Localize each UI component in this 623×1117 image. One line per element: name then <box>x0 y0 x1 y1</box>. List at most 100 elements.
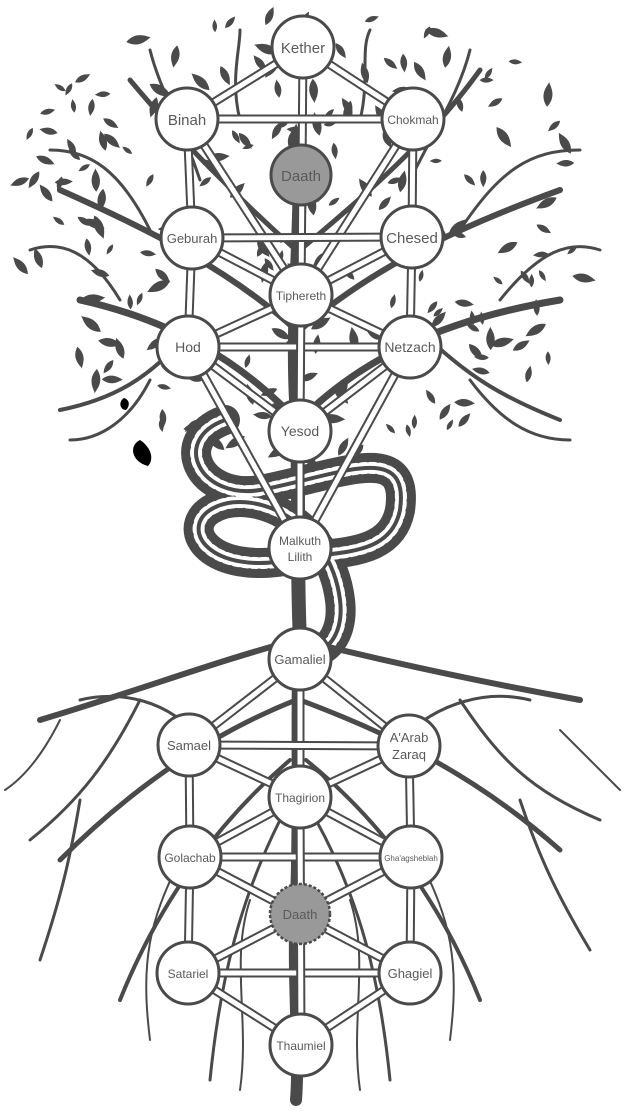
leaf <box>464 174 476 186</box>
leaf <box>512 340 530 351</box>
node-label: Thagirion <box>275 791 325 805</box>
node-hod: Hod <box>155 314 221 380</box>
leaf <box>136 292 143 306</box>
node-label: Yesod <box>281 423 319 439</box>
leaf <box>81 315 101 332</box>
leaf <box>90 269 110 277</box>
node-label-line2: Zaraq <box>392 747 426 762</box>
leaf <box>256 241 266 257</box>
leaf <box>146 280 171 293</box>
leaf <box>418 269 424 282</box>
leaf <box>10 177 29 186</box>
leaf <box>84 238 92 257</box>
leaf <box>378 196 392 210</box>
leaf <box>68 148 81 160</box>
leaf <box>238 132 252 149</box>
leaf <box>67 138 77 155</box>
leaf <box>103 360 114 374</box>
leaf <box>54 178 74 186</box>
leaf <box>567 246 577 255</box>
leaf <box>543 81 553 107</box>
leaf <box>484 67 493 79</box>
leaf <box>383 58 398 70</box>
leaf <box>78 164 90 172</box>
leaf <box>479 77 494 83</box>
leaf <box>101 375 124 384</box>
leaf <box>442 45 452 68</box>
leaf <box>558 132 572 154</box>
leaf <box>155 268 171 283</box>
leaf <box>274 79 282 98</box>
leaf <box>556 160 575 167</box>
leaf <box>382 132 392 149</box>
leaf <box>439 403 451 420</box>
node-label: Chokmah <box>387 113 438 127</box>
leaf <box>260 388 278 396</box>
leaf <box>479 311 485 325</box>
leaf <box>448 218 467 237</box>
node-label-line2: Lilith <box>288 550 313 564</box>
leaf <box>425 27 449 38</box>
leaf <box>225 16 236 28</box>
leaf <box>496 127 512 148</box>
leaf <box>335 43 347 59</box>
leaf <box>532 251 549 258</box>
node-samael: Samael <box>156 712 222 778</box>
node-golachab: Golachab <box>157 824 223 890</box>
node-label: Golachab <box>164 851 216 865</box>
leaf <box>309 78 318 104</box>
node-label: Chesed <box>386 230 438 247</box>
node-thagirion: Thagirion <box>267 764 333 830</box>
node-label: Binah <box>168 112 206 129</box>
leaf <box>54 83 66 92</box>
node-binah: Binah <box>154 86 220 152</box>
node-arab-zaraq: A'Arab Zaraq <box>376 713 442 779</box>
leaf <box>427 301 438 314</box>
leaf <box>97 188 106 212</box>
leaf <box>99 130 108 151</box>
leaf <box>80 294 106 304</box>
leaf <box>400 53 408 73</box>
leaf <box>471 367 490 375</box>
path-line <box>191 234 413 241</box>
leaf <box>469 310 476 325</box>
leaf <box>219 66 230 86</box>
leaf <box>539 270 546 282</box>
leaf <box>70 98 77 113</box>
node-daath-upper: Daath <box>269 143 333 207</box>
leaf <box>33 247 43 269</box>
node-kether: Kether <box>270 14 336 80</box>
leaf <box>171 45 180 69</box>
leaf <box>390 293 396 309</box>
leaf <box>115 337 125 359</box>
leaf <box>339 378 348 398</box>
leaf <box>405 424 411 438</box>
leaf <box>533 298 540 316</box>
leaf <box>252 411 273 420</box>
leaf <box>127 294 133 310</box>
leaf <box>536 224 552 234</box>
leaf <box>454 299 475 307</box>
node-label: Geburah <box>167 231 218 246</box>
black-drop <box>133 440 152 466</box>
leaf <box>465 323 480 332</box>
leaf <box>525 365 532 383</box>
leaf <box>199 177 212 187</box>
path-line <box>298 117 416 297</box>
leaf <box>431 311 447 327</box>
leaf <box>535 197 557 209</box>
leaf <box>39 127 58 135</box>
node-label: Samael <box>167 738 211 753</box>
leaf <box>487 98 503 107</box>
black-drop-small <box>120 398 129 410</box>
leaf <box>497 241 518 254</box>
leaf <box>545 351 551 366</box>
leaf <box>458 412 471 427</box>
leaf <box>84 218 106 229</box>
leaf <box>446 419 454 430</box>
leaf <box>454 399 476 407</box>
node-chokmah: Chokmah <box>380 86 446 152</box>
leaf <box>425 389 436 404</box>
node-label: Daath <box>283 907 318 922</box>
leaf <box>88 98 95 117</box>
